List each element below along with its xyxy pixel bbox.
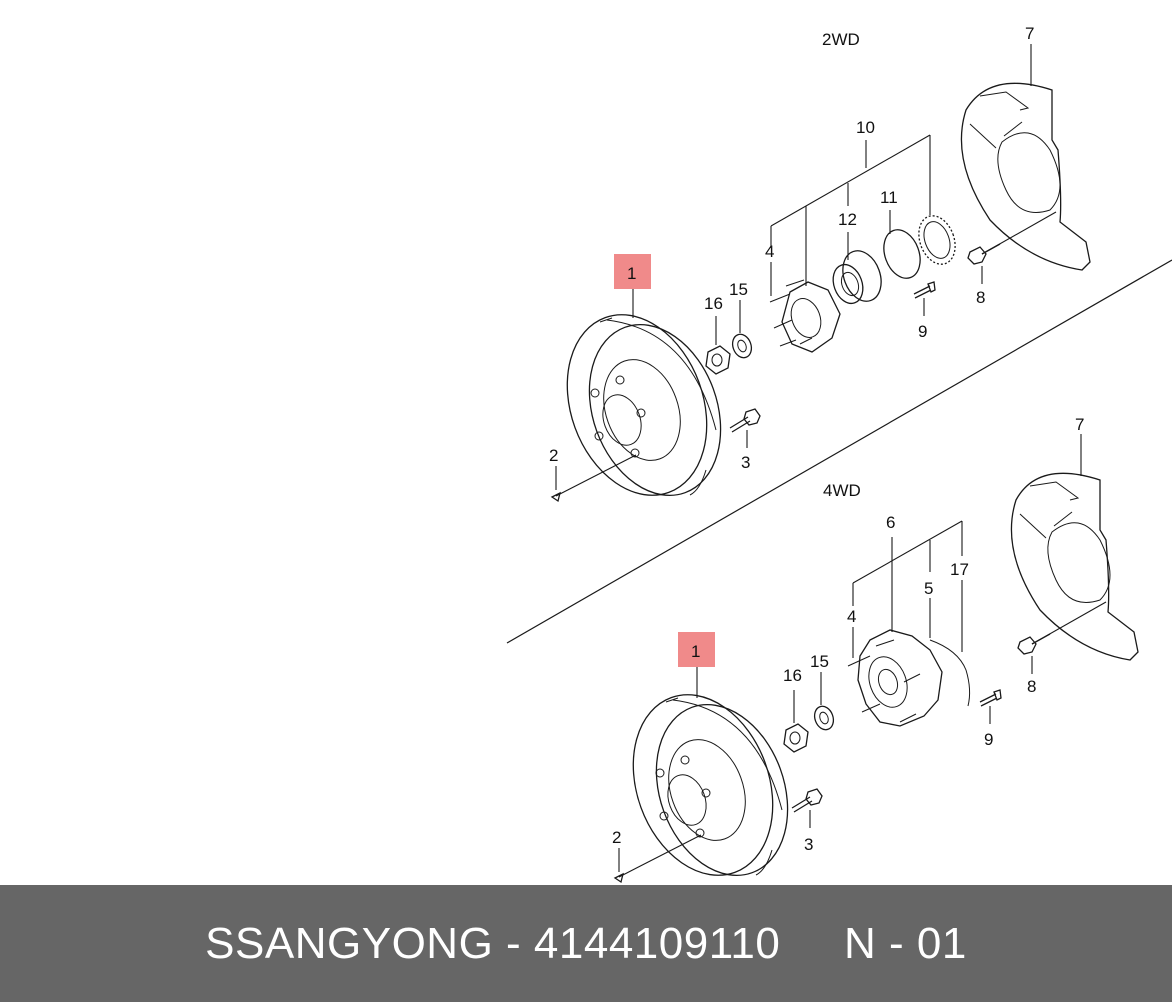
washer-15-4wd[interactable] <box>811 704 836 733</box>
bolt-3-2wd[interactable] <box>729 408 761 433</box>
label-1-4wd: 1 <box>691 642 700 661</box>
label-11-2wd: 11 <box>880 188 898 207</box>
bearing-12-2wd[interactable] <box>828 245 888 307</box>
label-3-2wd: 3 <box>741 453 750 472</box>
label-12-2wd: 12 <box>838 210 857 229</box>
label-8-4wd: 8 <box>1027 677 1036 696</box>
bolt-9-2wd[interactable] <box>913 281 936 299</box>
label-15-2wd: 15 <box>729 280 748 299</box>
diagram-reference: N - 01 <box>843 918 967 968</box>
label-8-2wd: 8 <box>976 288 985 307</box>
washer-15-2wd[interactable] <box>729 332 754 361</box>
spacer <box>780 919 844 968</box>
label-2-2wd: 2 <box>549 446 558 465</box>
screw-2-2wd[interactable] <box>550 491 561 503</box>
footer-bar: SSANGYONG - 4144109110 N - 01 <box>0 885 1172 1002</box>
snap-ring-11-2wd[interactable] <box>877 225 926 284</box>
label-10-2wd: 10 <box>856 118 875 137</box>
highlight-1-2wd <box>614 254 651 289</box>
label-7-2wd: 7 <box>1025 24 1034 43</box>
nut-16-4wd[interactable] <box>783 723 809 753</box>
label-16-2wd: 16 <box>704 294 723 313</box>
section-divider <box>506 259 1172 644</box>
brake-disc-4wd[interactable] <box>609 675 810 885</box>
dust-shield-7-2wd[interactable] <box>960 82 1091 271</box>
label-9-4wd: 9 <box>984 730 993 749</box>
label-5-4wd: 5 <box>924 579 933 598</box>
footer-caption: SSANGYONG - 4144109110 N - 01 <box>205 919 967 969</box>
separator: - <box>493 918 534 968</box>
parts-diagram: 2WD 2 1 3 16 15 <box>506 24 1172 885</box>
section-label-2wd: 2WD <box>822 30 860 49</box>
label-17-4wd: 17 <box>950 560 969 579</box>
label-4-2wd: 4 <box>765 242 774 261</box>
nut-16-2wd[interactable] <box>705 345 731 375</box>
screw-2-4wd[interactable] <box>613 872 624 884</box>
label-3-4wd: 3 <box>804 835 813 854</box>
label-9-2wd: 9 <box>918 322 927 341</box>
label-16-4wd: 16 <box>783 666 802 685</box>
brand-name: SSANGYONG <box>205 918 494 968</box>
bolt-3-4wd[interactable] <box>791 788 823 813</box>
label-15-4wd: 15 <box>810 652 829 671</box>
bolt-9-4wd[interactable] <box>979 689 1002 707</box>
brake-disc-2wd[interactable] <box>543 295 743 515</box>
highlight-1-4wd <box>678 632 715 667</box>
dust-shield-7-4wd[interactable] <box>1010 472 1139 661</box>
label-4-4wd: 4 <box>847 607 856 626</box>
wheel-hub-2wd[interactable] <box>769 279 841 353</box>
abs-ring-2wd[interactable] <box>912 211 961 270</box>
label-2-4wd: 2 <box>612 828 621 847</box>
section-label-4wd: 4WD <box>823 481 861 500</box>
part-number: 4144109110 <box>533 918 781 968</box>
wheel-hub-4wd[interactable] <box>847 629 971 727</box>
label-1-2wd: 1 <box>627 264 636 283</box>
label-7-4wd: 7 <box>1075 415 1084 434</box>
label-6-4wd: 6 <box>886 513 895 532</box>
